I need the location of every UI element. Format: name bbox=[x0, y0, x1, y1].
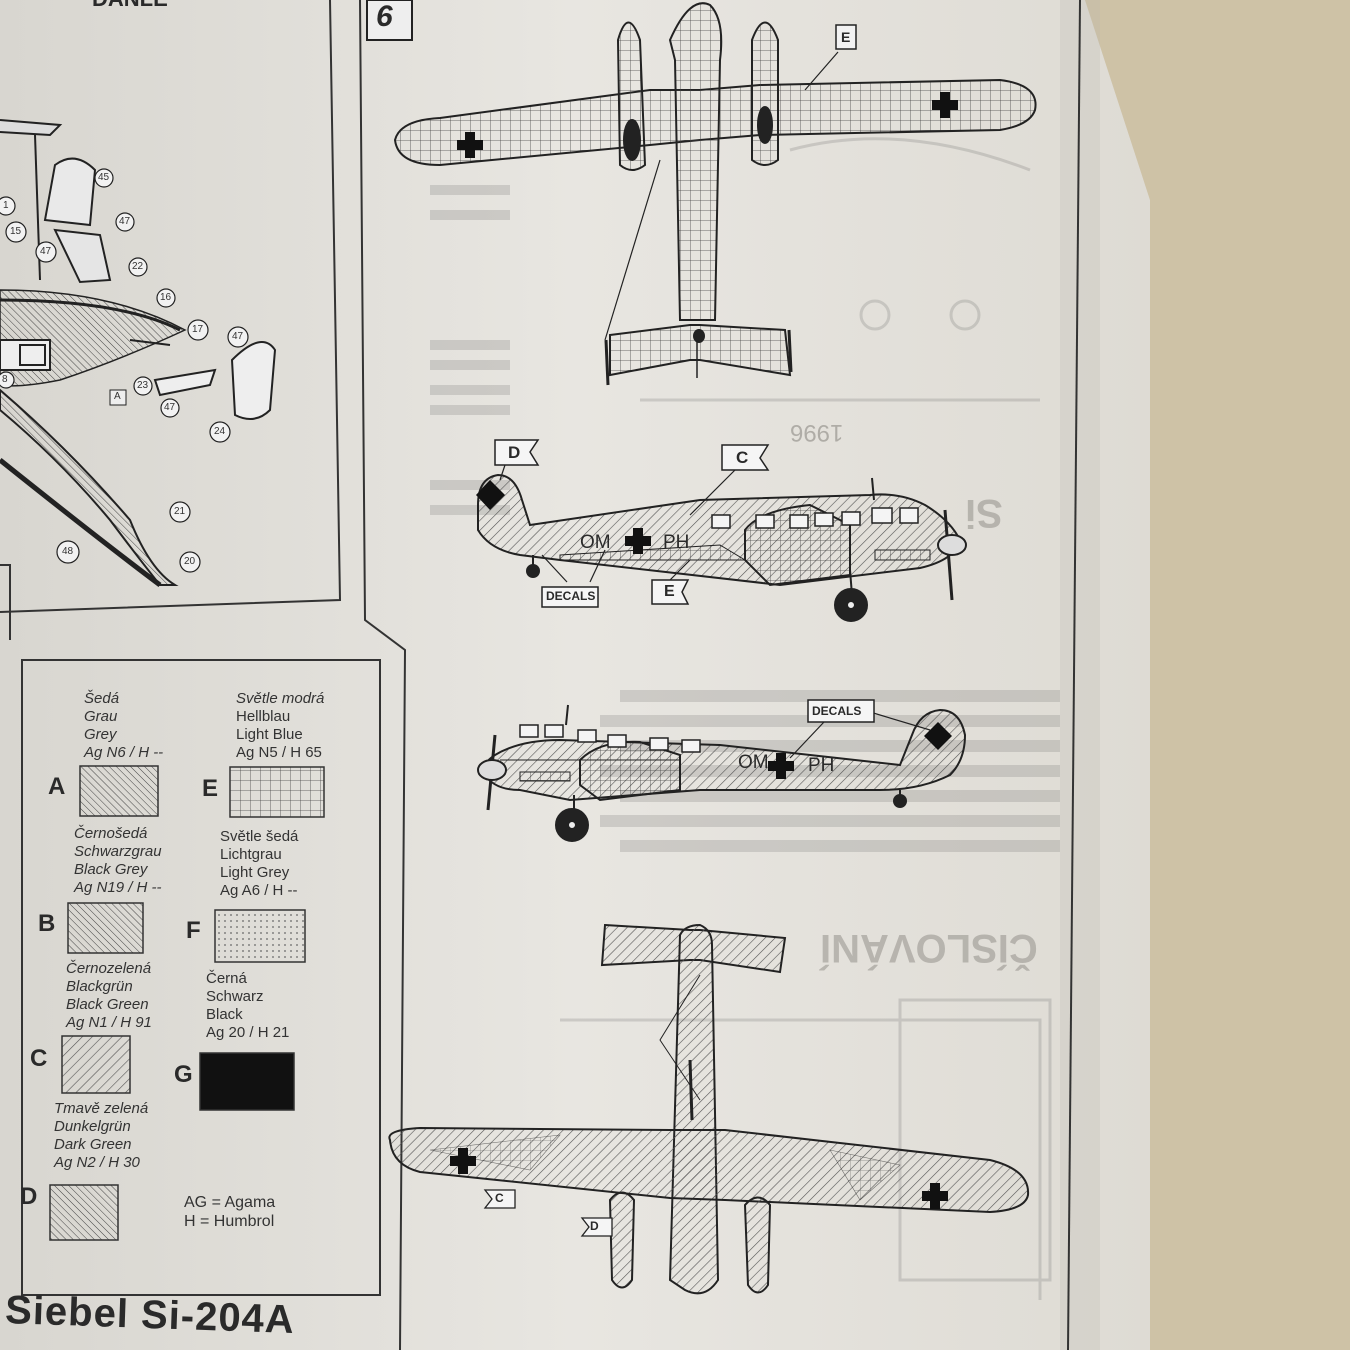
legend-note-agama: AG = Agama bbox=[184, 1194, 276, 1211]
callout-side-c: C bbox=[736, 448, 749, 467]
part-number: 20 bbox=[184, 556, 196, 567]
callout-top-e: E bbox=[841, 29, 851, 45]
part-number: 1 bbox=[3, 200, 9, 211]
part-number: 16 bbox=[160, 292, 172, 303]
part-number: 23 bbox=[137, 380, 149, 391]
part-number: 8 bbox=[2, 374, 8, 385]
part-number: 21 bbox=[174, 506, 186, 517]
part-number: 17 bbox=[192, 324, 204, 335]
callout-side-decals: DECALS bbox=[546, 589, 596, 603]
part-number: 47 bbox=[164, 402, 176, 413]
aircraft-side-view-right bbox=[477, 704, 967, 842]
paint-key-e: E bbox=[202, 775, 219, 802]
registration-ph-right: PH bbox=[808, 755, 835, 776]
callout-right-decals: DECALS bbox=[812, 704, 862, 718]
paint-key-a: A bbox=[48, 773, 66, 800]
paint-swatches bbox=[49, 765, 325, 1241]
legend-note-humbrol: H = Humbrol bbox=[184, 1213, 275, 1230]
bg-stamp-year: 1996 bbox=[790, 419, 844, 446]
step-box bbox=[366, 0, 413, 41]
paint-key-c: C bbox=[30, 1045, 48, 1072]
part-number: 15 bbox=[10, 226, 22, 237]
registration-om-left: OM bbox=[580, 532, 611, 553]
part-number: A bbox=[114, 391, 121, 402]
part-number: 45 bbox=[98, 172, 110, 183]
assembly-diagram bbox=[0, 119, 277, 587]
part-number: 24 bbox=[214, 426, 226, 437]
callout-side-e: E bbox=[664, 583, 675, 600]
aircraft-top-view bbox=[393, 2, 1037, 386]
part-number: 47 bbox=[232, 331, 244, 342]
callout-bottom-d: D bbox=[590, 1219, 599, 1233]
balkenkreuz-marks bbox=[457, 92, 958, 158]
part-number: 47 bbox=[119, 216, 131, 227]
header-fragment: DANLE bbox=[92, 0, 168, 12]
paper-sheet bbox=[0, 0, 1150, 1350]
part-number-circles bbox=[0, 168, 249, 573]
aircraft-side-view-left bbox=[477, 473, 967, 622]
aircraft-bottom-view bbox=[388, 923, 1030, 1295]
part-number: 22 bbox=[132, 261, 144, 272]
paint-key-g: G bbox=[174, 1061, 193, 1088]
bg-heading: ČÍSLOVÁNÍ bbox=[820, 926, 1038, 970]
bg-heading-2: Si bbox=[965, 491, 1003, 535]
callout-side-d: D bbox=[508, 443, 521, 462]
registration-ph-left: PH bbox=[663, 532, 690, 553]
paint-key-d: D bbox=[20, 1183, 38, 1210]
part-number: 48 bbox=[62, 546, 74, 557]
paint-key-f: F bbox=[186, 917, 201, 944]
part-number: 47 bbox=[40, 246, 52, 257]
legend-notes: AG = Agama H = Humbrol bbox=[184, 1193, 275, 1231]
registration-om-right: OM bbox=[738, 752, 769, 773]
step-number: 6 bbox=[376, 0, 393, 33]
callout-bottom-c: C bbox=[495, 1191, 504, 1205]
paint-key-b: B bbox=[38, 910, 56, 937]
